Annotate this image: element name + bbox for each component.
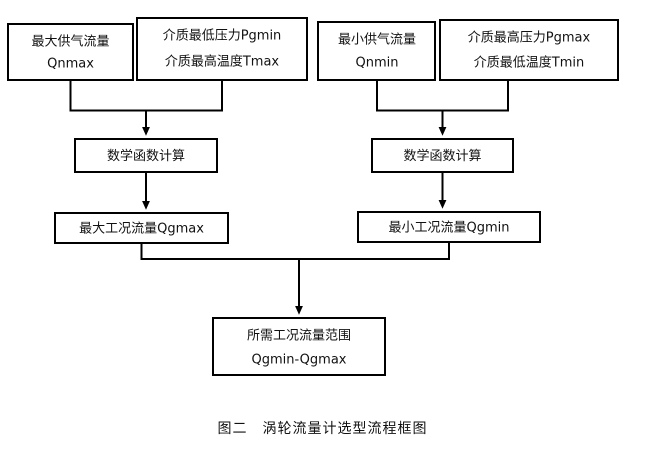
node-math-calc-right-label: 数学函数计算 — [403, 148, 481, 164]
edge-qgmax-to-range — [140, 243, 299, 260]
edge-qgmin-to-range — [299, 242, 450, 260]
node-max-pressure-min-temp-line-0: 介质最高压力Pgmax — [468, 30, 591, 46]
node-required-flow-range[interactable]: 所需工况流量范围 Qgmin-Qgmax — [212, 317, 386, 376]
node-math-calc-left[interactable]: 数学函数计算 — [74, 138, 218, 173]
node-min-supply-flow[interactable]: 最小供气流量 Qnmin — [317, 21, 436, 81]
node-min-supply-flow-line-0: 最小供气流量 — [338, 32, 416, 48]
node-math-calc-right[interactable]: 数学函数计算 — [371, 138, 514, 173]
node-min-supply-flow-line-1: Qnmin — [356, 56, 399, 71]
node-max-supply-flow[interactable]: 最大供气流量 Qnmax — [7, 23, 134, 81]
node-min-pressure-max-temp-line-1: 介质最高温度Tmax — [165, 54, 280, 70]
edge-minsupply-to-mathright — [376, 80, 443, 112]
node-max-working-flow[interactable]: 最大工况流量Qgmax — [54, 212, 229, 244]
node-min-pressure-max-temp[interactable]: 介质最低压力Pgmin 介质最高温度Tmax — [136, 17, 308, 81]
node-min-working-flow[interactable]: 最小工况流量Qgmin — [357, 211, 541, 243]
node-max-pressure-min-temp-line-1: 介质最低温度Tmin — [474, 55, 584, 71]
node-math-calc-left-label: 数学函数计算 — [107, 148, 185, 164]
node-max-supply-flow-line-0: 最大供气流量 — [31, 34, 109, 50]
node-required-flow-range-line-0: 所需工况流量范围 — [247, 329, 351, 344]
node-min-working-flow-label: 最小工况流量Qgmin — [389, 221, 510, 236]
node-required-flow-range-line-1: Qgmin-Qgmax — [252, 353, 347, 368]
edge-maxsupply-to-mathleft — [69, 80, 146, 112]
node-max-pressure-min-temp[interactable]: 介质最高压力Pgmax 介质最低温度Tmin — [439, 19, 619, 81]
node-min-pressure-max-temp-line-0: 介质最低压力Pgmin — [163, 29, 282, 44]
figure-caption: 图二 涡轮流量计选型流程框图 — [217, 421, 428, 437]
edge-maxpress-to-mathright — [442, 80, 509, 112]
node-max-working-flow-label: 最大工况流量Qgmax — [79, 222, 204, 237]
edge-minpress-to-mathleft — [146, 80, 223, 112]
node-max-supply-flow-line-1: Qnmax — [47, 57, 94, 72]
